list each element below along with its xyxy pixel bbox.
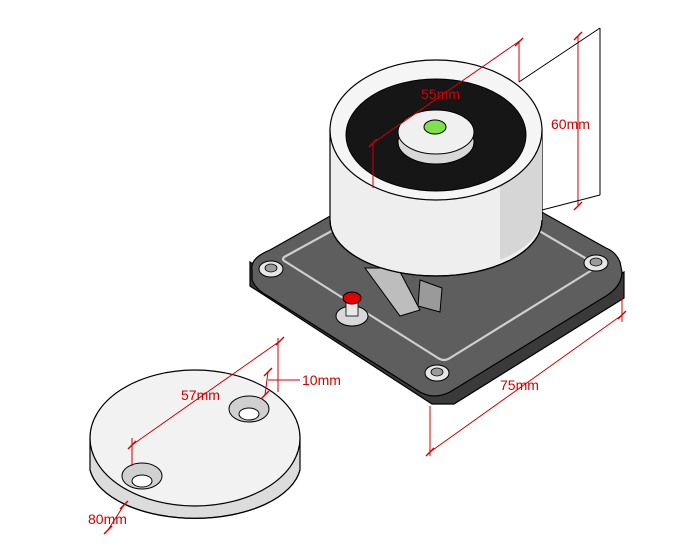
screw-left-icon bbox=[258, 260, 284, 278]
dim-label-75: 75mm bbox=[500, 377, 539, 393]
center-pin-icon bbox=[423, 119, 447, 135]
release-button-icon bbox=[335, 291, 369, 327]
plate-hole-left-icon bbox=[121, 462, 163, 490]
extension-lines bbox=[518, 27, 601, 211]
dimension-lines bbox=[107, 36, 623, 531]
plate-hole-right-icon bbox=[228, 395, 270, 423]
dim-label-10: 10mm bbox=[302, 372, 341, 388]
screw-right-icon bbox=[583, 254, 609, 272]
dim-label-80: 80mm bbox=[88, 511, 127, 527]
armature-plate bbox=[89, 369, 301, 519]
magnet-housing bbox=[329, 59, 543, 277]
dim-label-55: 55mm bbox=[421, 86, 460, 102]
screw-front-icon bbox=[424, 364, 450, 382]
dimension-tick-marks bbox=[103, 31, 627, 535]
dim-label-60: 60mm bbox=[551, 116, 590, 132]
dim-label-57: 57mm bbox=[181, 387, 220, 403]
